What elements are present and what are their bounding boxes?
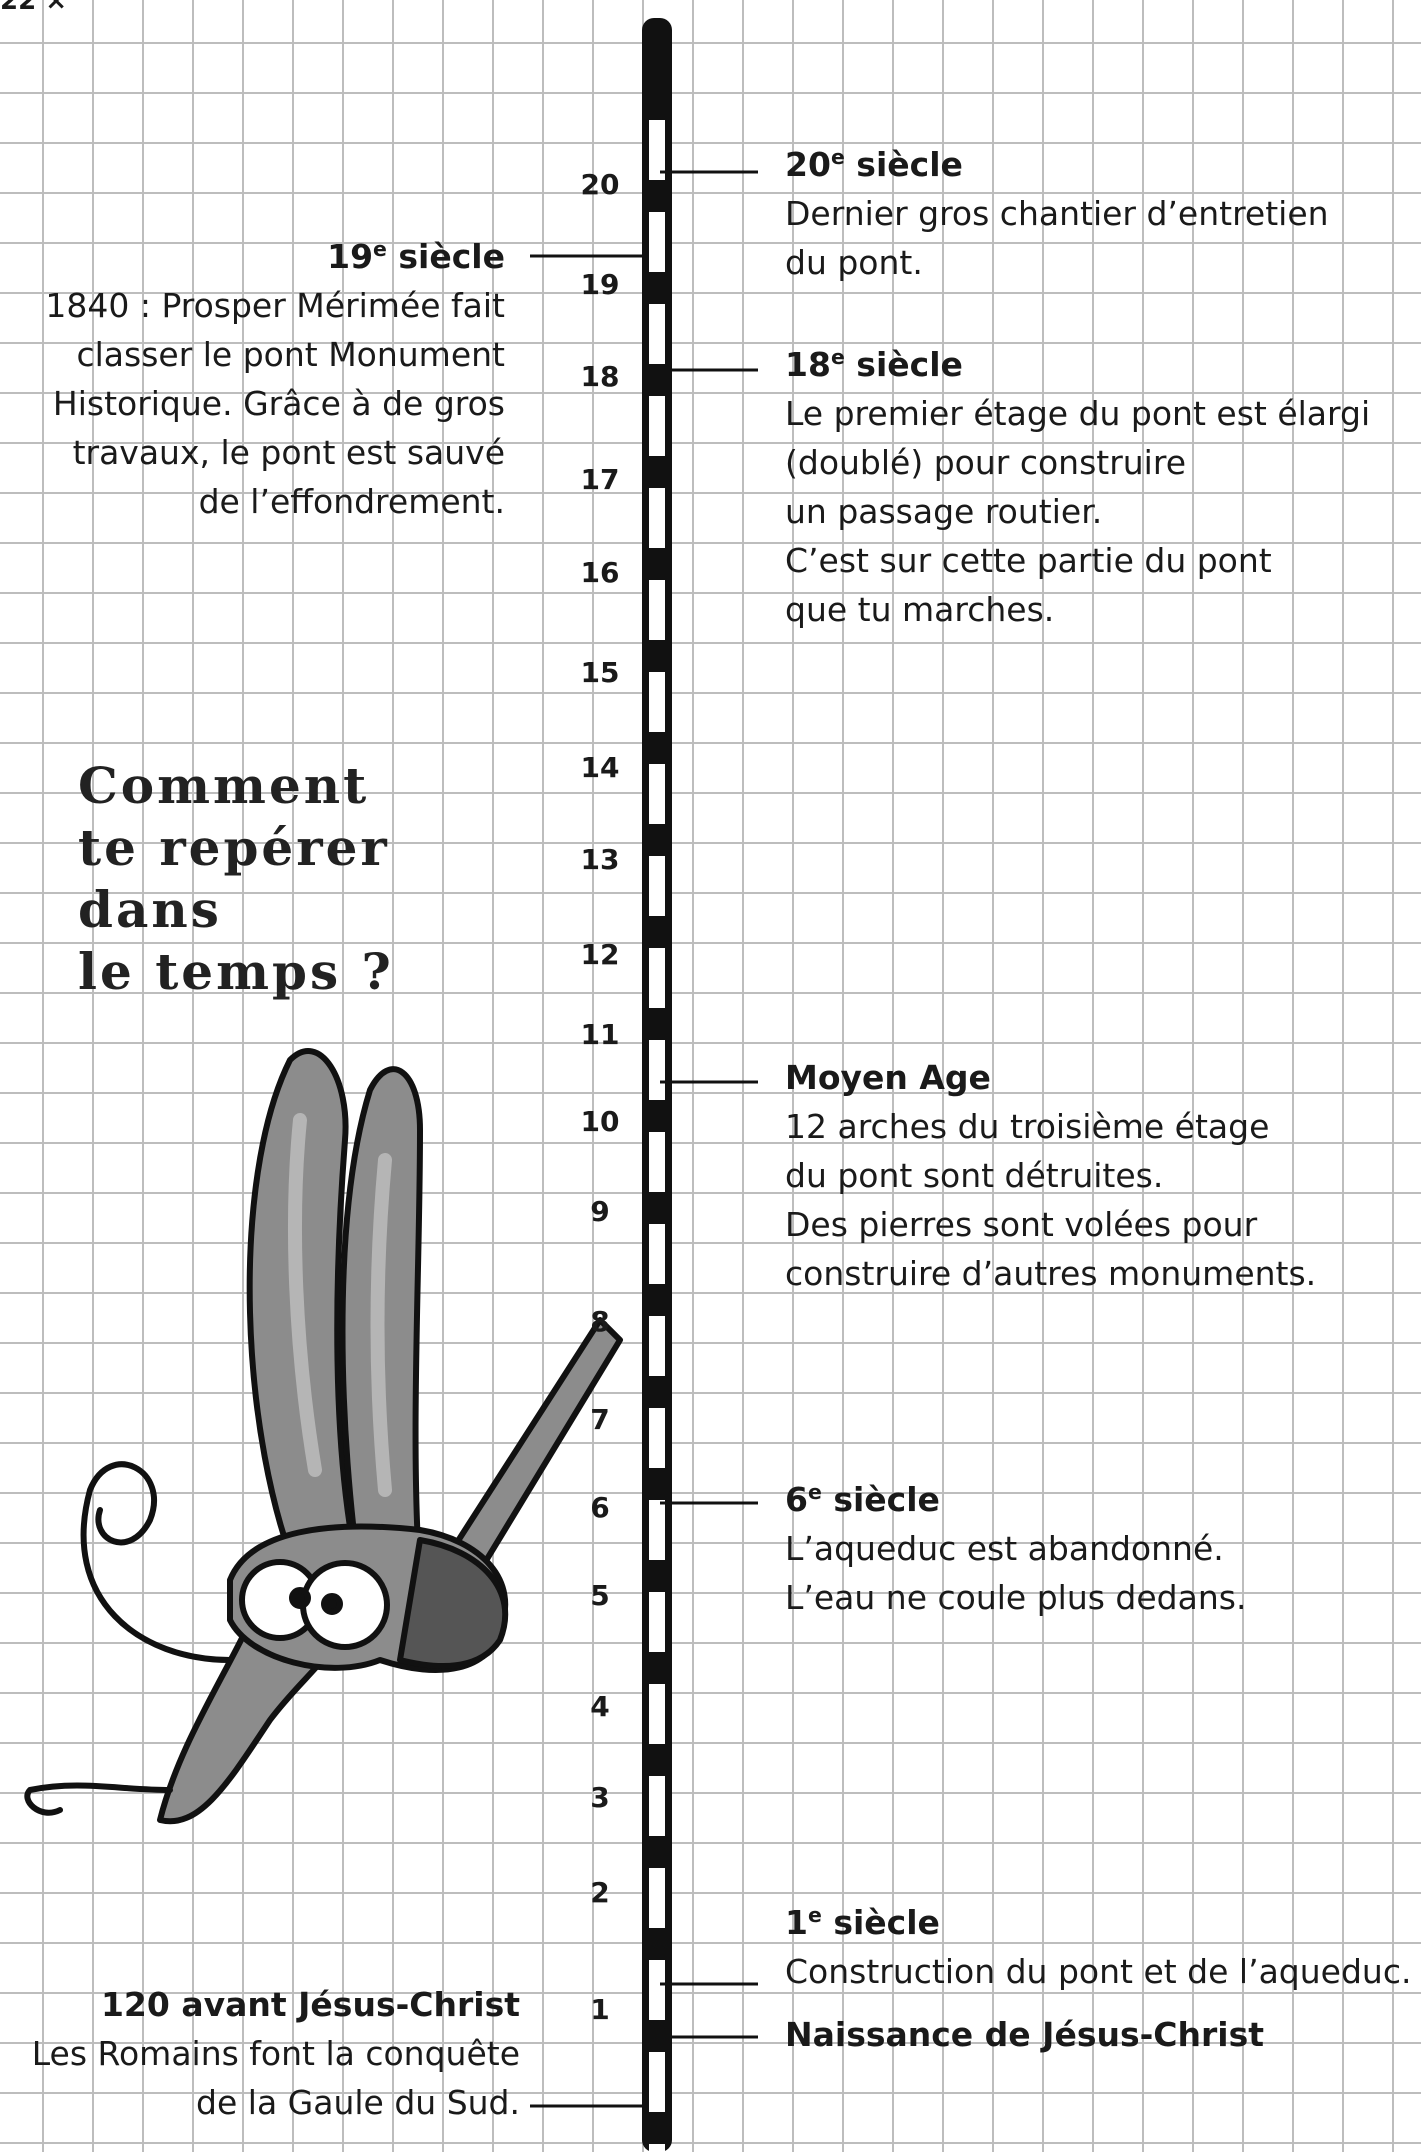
ordinal-suffix: e bbox=[808, 1903, 822, 1927]
pole-band bbox=[649, 2052, 665, 2112]
event-title: 18e siècle bbox=[785, 340, 1405, 389]
event-title: 20e siècle bbox=[785, 140, 1385, 189]
tick-label-14: 14 bbox=[570, 754, 630, 782]
event-description: 12 arches du troisième étage du pont son… bbox=[785, 1102, 1385, 1298]
event-description: Construction du pont et de l’aqueduc. bbox=[785, 1947, 1415, 1996]
tick-label-7: 7 bbox=[570, 1406, 630, 1434]
pole-band bbox=[649, 304, 665, 364]
event-description: Dernier gros chantier d’entretien du pon… bbox=[785, 189, 1385, 287]
pole-band bbox=[649, 2144, 665, 2152]
event-title: 1e siècle bbox=[785, 1898, 1415, 1947]
tick-label-6: 6 bbox=[570, 1494, 630, 1522]
pole-band bbox=[649, 212, 665, 272]
tick-label-15: 15 bbox=[570, 659, 630, 687]
pole-band bbox=[649, 856, 665, 916]
pole-band bbox=[649, 396, 665, 456]
heading-title: Comment te repérer dans le temps ? bbox=[78, 755, 558, 1003]
tick-label-1: 1 bbox=[570, 1996, 630, 2024]
tick-label-13: 13 bbox=[570, 846, 630, 874]
event-title: 19e siècle bbox=[40, 232, 505, 281]
event-description: L’aqueduc est abandonné. L’eau ne coule … bbox=[785, 1524, 1385, 1622]
pole-band bbox=[649, 580, 665, 640]
tick-label-5: 5 bbox=[570, 1582, 630, 1610]
ordinal-suffix: e bbox=[808, 1480, 822, 1504]
event-description: Le premier étage du pont est élargi (dou… bbox=[785, 389, 1405, 634]
tick-label-17: 17 bbox=[570, 466, 630, 494]
event-title: Moyen Age bbox=[785, 1053, 1385, 1102]
event-title: Naissance de Jésus-Christ bbox=[785, 2010, 1385, 2059]
event-description: 1840 : Prosper Mérimée fait classer le p… bbox=[40, 281, 505, 526]
tick-label-10: 10 bbox=[570, 1108, 630, 1136]
tick-label-20: 20 bbox=[570, 171, 630, 199]
pole-band bbox=[649, 948, 665, 1008]
tick-label-16: 16 bbox=[570, 559, 630, 587]
tick-label-3: 3 bbox=[570, 1784, 630, 1812]
tick-label-19: 19 bbox=[570, 271, 630, 299]
tick-label-18: 18 bbox=[570, 363, 630, 391]
pole-band bbox=[649, 1960, 665, 2020]
pole-band bbox=[649, 488, 665, 548]
event-title: 6e siècle bbox=[785, 1475, 1385, 1524]
tick-label-12: 12 bbox=[570, 941, 630, 969]
tick-label-11: 11 bbox=[570, 1021, 630, 1049]
tick-label-9: 9 bbox=[570, 1198, 630, 1226]
pole-band bbox=[649, 764, 665, 824]
ordinal-suffix: e bbox=[831, 345, 845, 369]
pole-band bbox=[649, 672, 665, 732]
tick-label-8: 8 bbox=[570, 1308, 630, 1336]
ordinal-suffix: e bbox=[373, 237, 387, 261]
event-jc: Naissance de Jésus-Christ bbox=[785, 2010, 1385, 2059]
tick-label-2: 2 bbox=[570, 1879, 630, 1907]
event-description: Les Romains font la conquête de la Gaule… bbox=[20, 2029, 520, 2127]
ordinal-suffix: e bbox=[831, 145, 845, 169]
event-title: 120 avant Jésus-Christ bbox=[20, 1980, 520, 2029]
tick-label-4: 4 bbox=[570, 1693, 630, 1721]
